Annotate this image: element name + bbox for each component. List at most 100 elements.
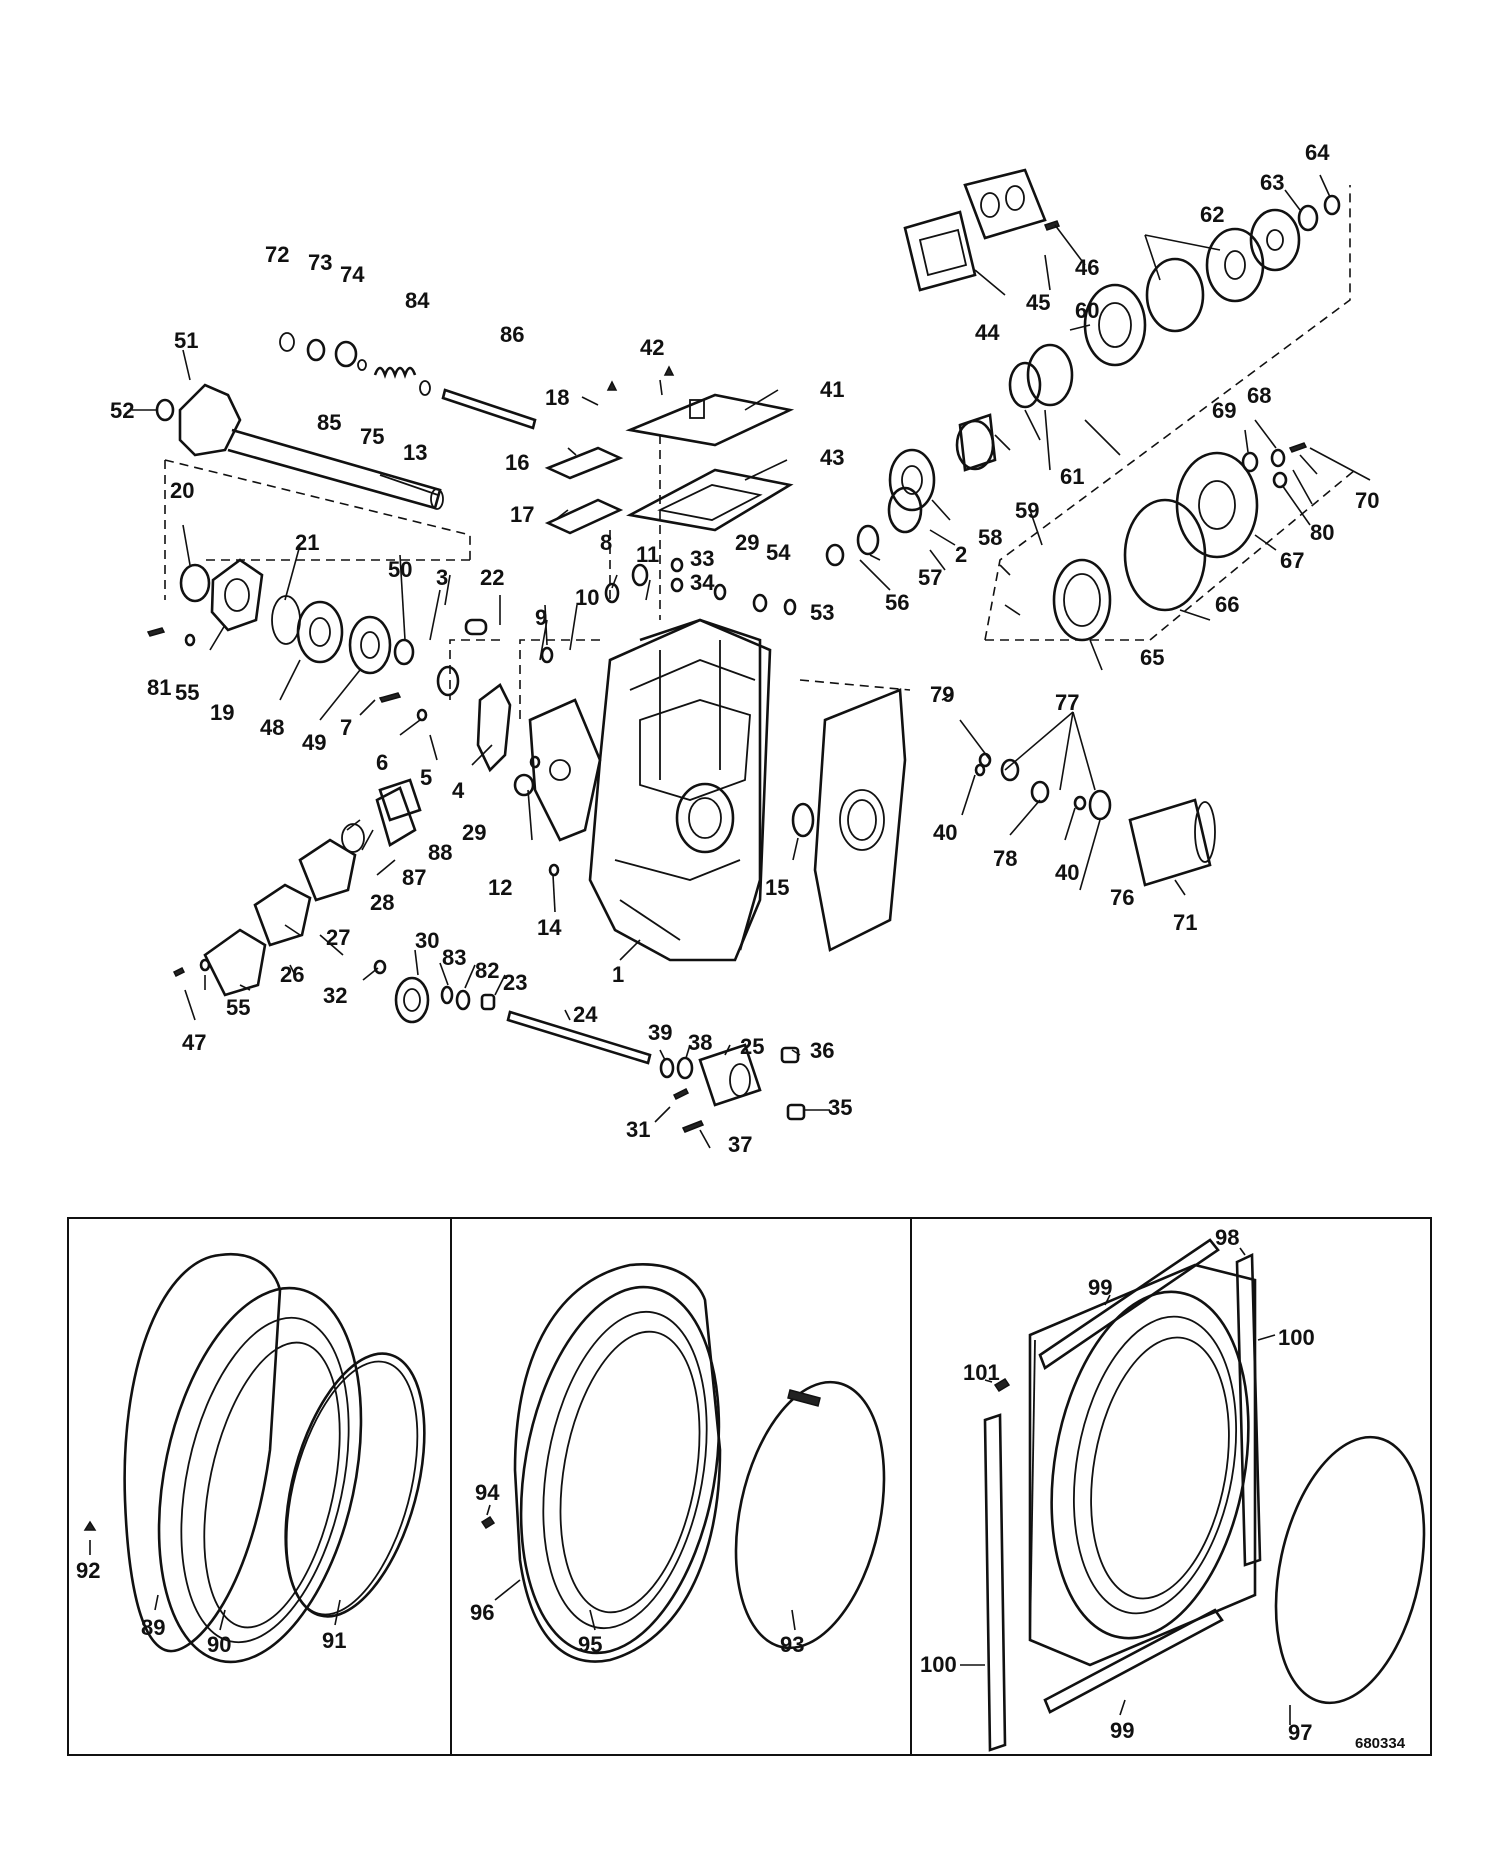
callout-94: 94 xyxy=(475,1480,500,1505)
callout-50: 50 xyxy=(388,557,412,582)
callout-51: 51 xyxy=(174,328,198,353)
callout-60: 60 xyxy=(1075,298,1099,323)
callout-66: 66 xyxy=(1215,592,1239,617)
callout-65: 65 xyxy=(1140,645,1164,670)
callout-91: 91 xyxy=(322,1628,346,1653)
callout-54: 54 xyxy=(766,540,791,565)
callout-99b: 99 xyxy=(1110,1718,1134,1743)
callout-70: 70 xyxy=(1355,488,1379,513)
housing-part-1 xyxy=(588,618,772,962)
panel-1-ring-adapter xyxy=(83,1252,426,1664)
top-gasket-43 xyxy=(626,468,794,532)
callout-74: 74 xyxy=(340,262,365,287)
callout-27: 27 xyxy=(326,925,350,950)
panel-3-square-adapter xyxy=(960,1238,1426,1752)
callout-59: 59 xyxy=(1015,498,1039,523)
callout-14: 14 xyxy=(537,915,562,940)
callout-63: 63 xyxy=(1260,170,1284,195)
lower-panel-frame xyxy=(67,1217,1432,1756)
callout-90: 90 xyxy=(207,1632,231,1657)
callout-95: 95 xyxy=(578,1632,602,1657)
callout-96: 96 xyxy=(470,1600,494,1625)
callout-49: 49 xyxy=(302,730,326,755)
output-shaft-51 xyxy=(178,383,444,510)
callout-99a: 99 xyxy=(1088,1275,1112,1300)
callout-82: 82 xyxy=(475,958,499,983)
callout-89: 89 xyxy=(141,1615,165,1640)
callout-13: 13 xyxy=(403,440,427,465)
callout-78: 78 xyxy=(993,846,1017,871)
callout-64: 64 xyxy=(1305,140,1330,165)
callout-24: 24 xyxy=(573,1002,598,1027)
callout-62: 62 xyxy=(1200,202,1224,227)
callout-71: 71 xyxy=(1173,910,1197,935)
side-plate xyxy=(528,698,602,842)
callout-80: 80 xyxy=(1310,520,1334,545)
cover-gasket-79 xyxy=(813,688,907,952)
callout-19: 19 xyxy=(210,700,234,725)
callout-35: 35 xyxy=(828,1095,852,1120)
callout-21: 21 xyxy=(295,530,319,555)
figure-number: 680334 xyxy=(1355,1735,1406,1752)
callout-98: 98 xyxy=(1215,1225,1239,1250)
callout-42: 42 xyxy=(640,335,664,360)
callout-8: 8 xyxy=(600,530,612,555)
callout-31: 31 xyxy=(626,1117,650,1142)
callout-23: 23 xyxy=(503,970,527,995)
callout-67: 67 xyxy=(1280,548,1304,573)
callout-labels: 1 2 3 4 5 6 7 8 9 10 11 12 13 14 15 16 1… xyxy=(76,140,1406,1752)
callout-85: 85 xyxy=(317,410,341,435)
callout-97: 97 xyxy=(1288,1720,1312,1745)
callout-58: 58 xyxy=(978,525,1002,550)
assembly-dash-lines xyxy=(164,185,1356,720)
callout-45: 45 xyxy=(1026,290,1050,315)
lower-drive-parts xyxy=(394,976,806,1133)
callout-1: 1 xyxy=(612,962,624,987)
callout-92: 92 xyxy=(76,1558,100,1583)
callout-73: 73 xyxy=(308,250,332,275)
leader-lines xyxy=(132,174,1371,1149)
callout-36: 36 xyxy=(810,1038,834,1063)
callout-2: 2 xyxy=(955,542,967,567)
callout-69: 69 xyxy=(1212,398,1236,423)
callout-28: 28 xyxy=(370,890,394,915)
callout-57: 57 xyxy=(918,565,942,590)
callout-34: 34 xyxy=(690,570,715,595)
callout-40b: 40 xyxy=(1055,860,1079,885)
callout-25: 25 xyxy=(740,1034,764,1059)
callout-16: 16 xyxy=(505,450,529,475)
callout-56: 56 xyxy=(885,590,909,615)
panel-2-ring-adapter xyxy=(480,1263,886,1663)
callout-26: 26 xyxy=(280,962,304,987)
callout-20: 20 xyxy=(170,478,194,503)
small-cover-16 xyxy=(544,446,624,480)
callout-48: 48 xyxy=(260,715,284,740)
callout-77: 77 xyxy=(1055,690,1079,715)
callout-11: 11 xyxy=(636,542,659,567)
callout-46: 46 xyxy=(1075,255,1099,280)
callout-7: 7 xyxy=(340,715,352,740)
callout-39: 39 xyxy=(648,1020,672,1045)
right-upper-parts xyxy=(825,168,1341,567)
left-cover-set xyxy=(203,786,417,997)
callout-81: 81 xyxy=(147,675,171,700)
callout-32: 32 xyxy=(323,983,347,1008)
callout-100b: 100 xyxy=(920,1652,957,1677)
callout-72: 72 xyxy=(265,242,289,267)
callout-55a: 55 xyxy=(175,680,199,705)
callout-15: 15 xyxy=(765,875,789,900)
callout-6: 6 xyxy=(376,750,388,775)
callout-84: 84 xyxy=(405,288,430,313)
callout-33: 33 xyxy=(690,546,714,571)
callout-9: 9 xyxy=(535,605,547,630)
callout-75: 75 xyxy=(360,424,384,449)
callout-86: 86 xyxy=(500,322,524,347)
upper-left-small-parts xyxy=(279,332,537,430)
callout-76: 76 xyxy=(1110,885,1134,910)
callout-44: 44 xyxy=(975,320,1000,345)
callout-61: 61 xyxy=(1060,464,1084,489)
callout-47: 47 xyxy=(182,1030,206,1055)
callout-79: 79 xyxy=(930,682,954,707)
callout-101: 101 xyxy=(963,1360,1000,1385)
callout-40a: 40 xyxy=(933,820,957,845)
